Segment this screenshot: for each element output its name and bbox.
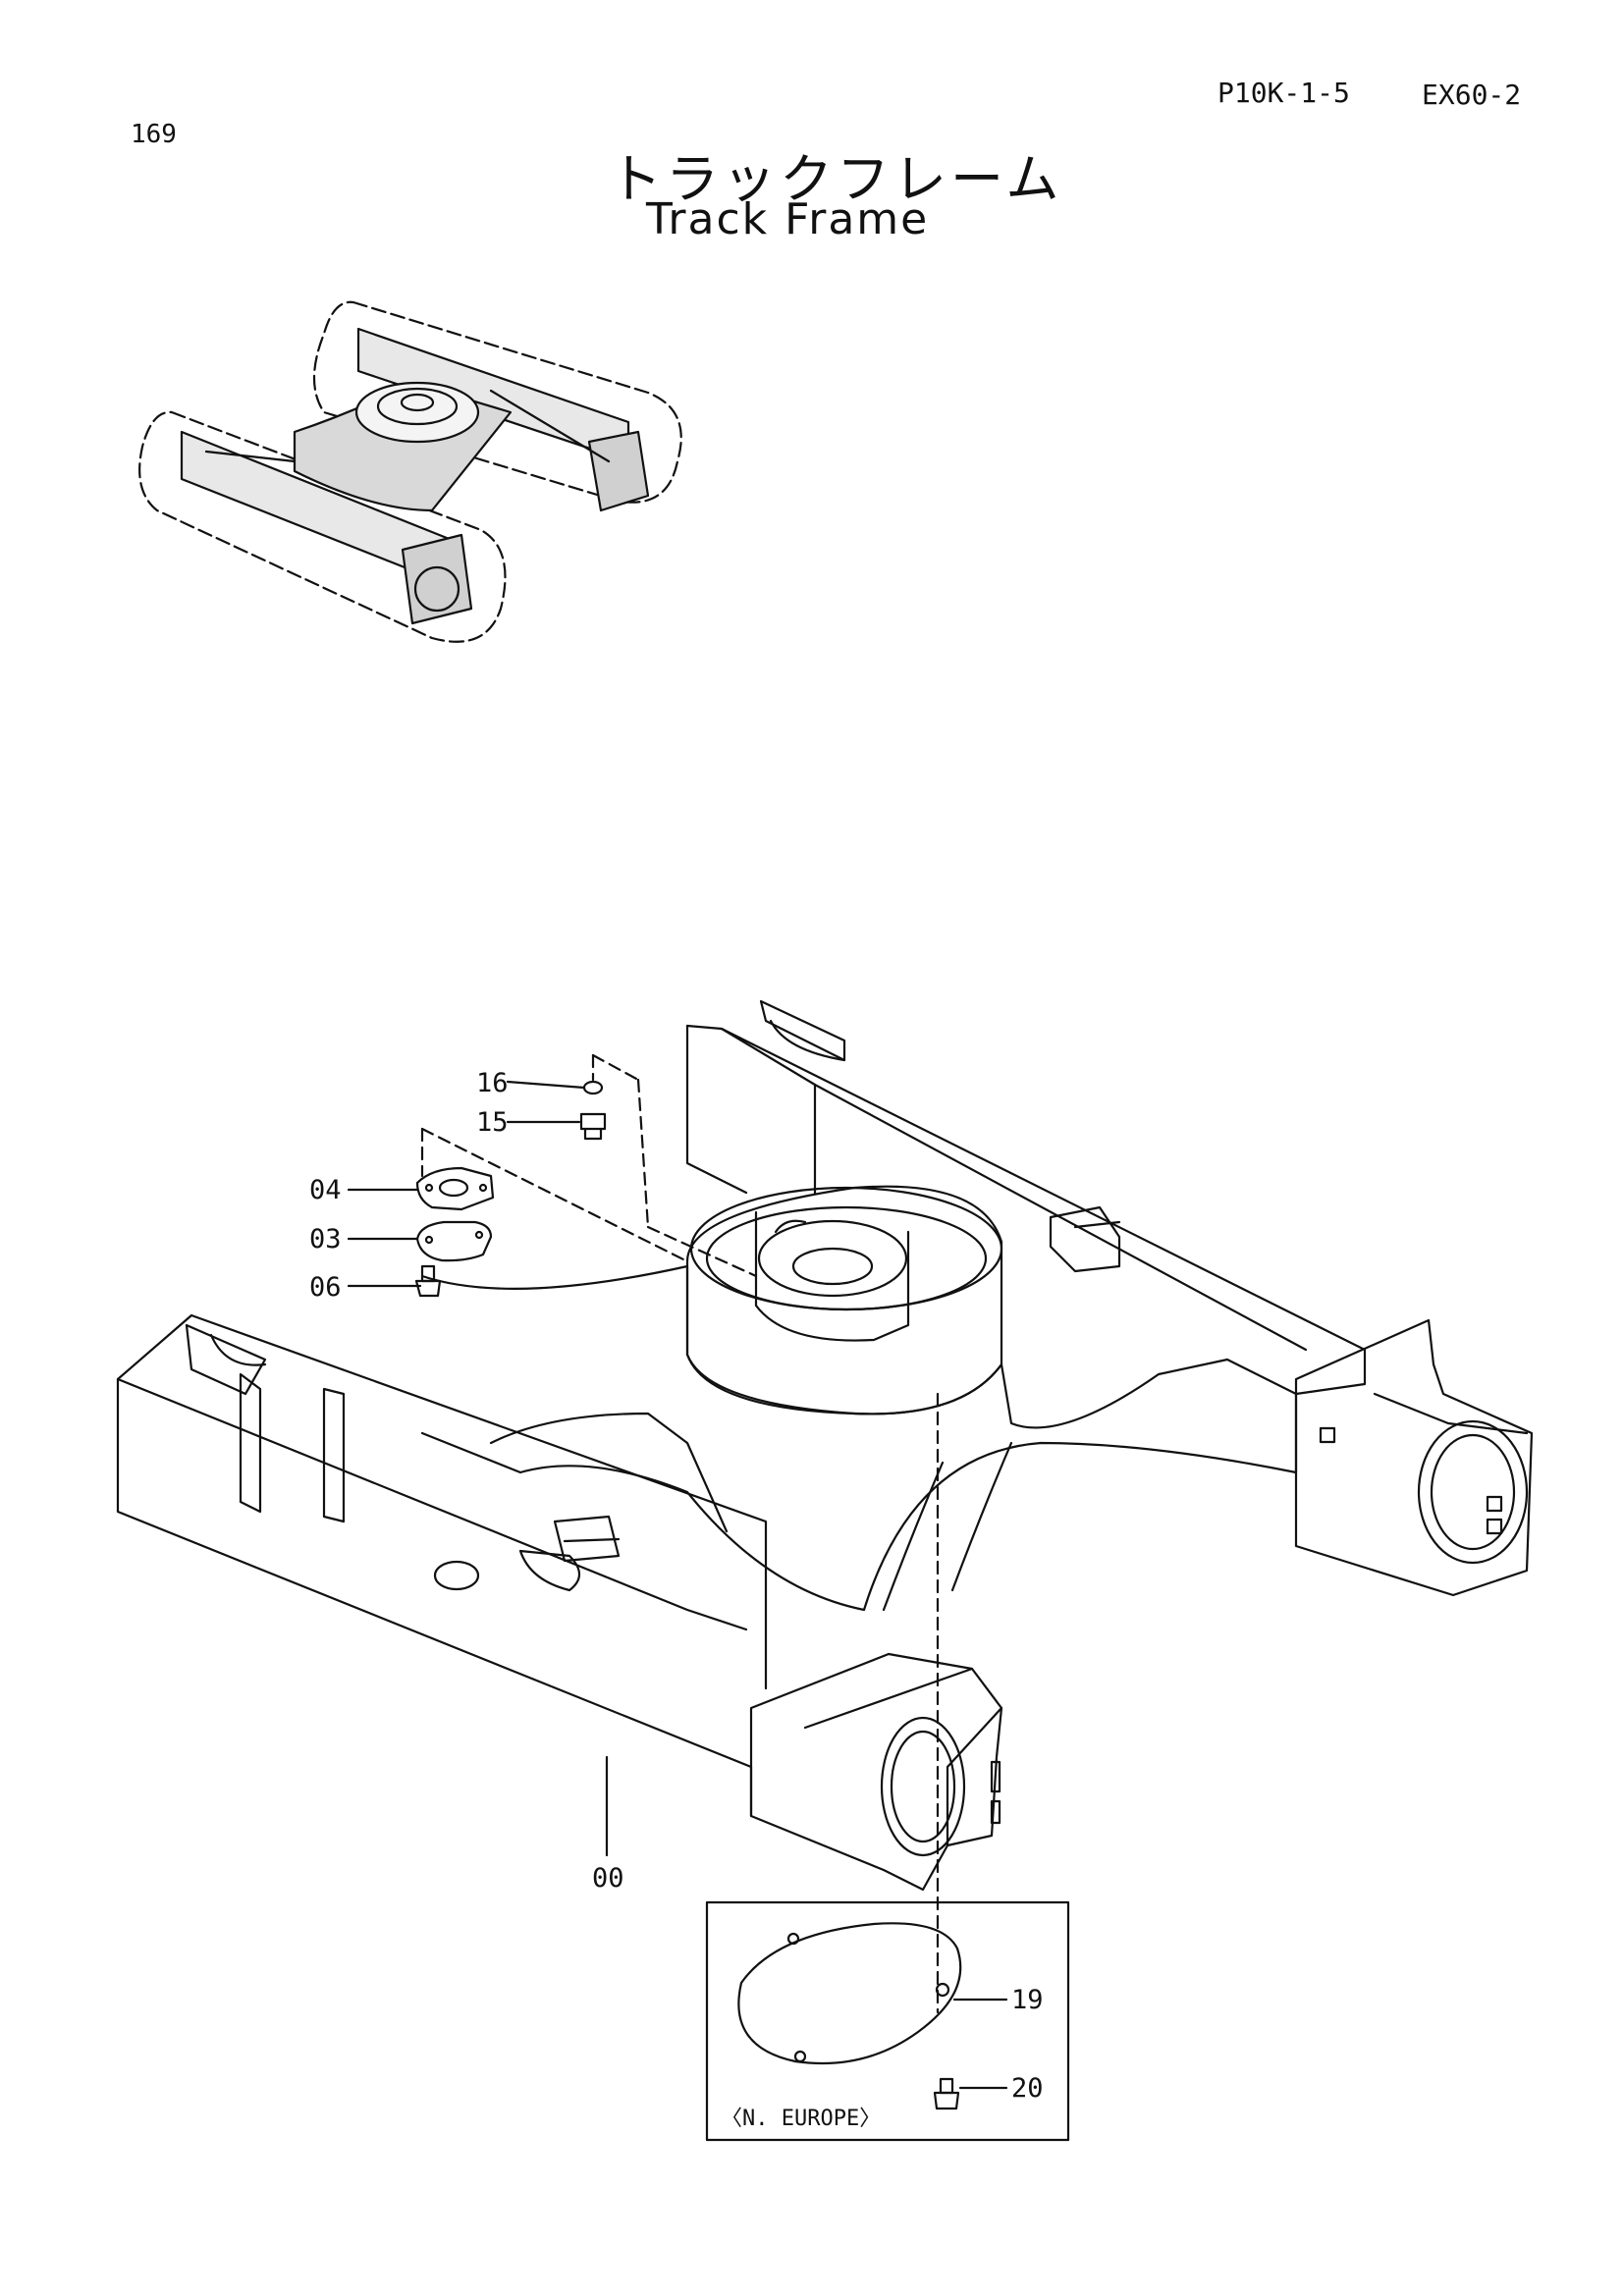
callout-15: 15: [476, 1107, 509, 1138]
inset-label: 〈N. EUROPE〉: [721, 2107, 882, 2131]
callout-06: 06: [309, 1272, 342, 1303]
callout-16: 16: [476, 1068, 509, 1098]
part-15-bolt-icon: [579, 1112, 607, 1141]
overview-illustration: [138, 300, 682, 643]
page-title-japanese: トラックフレーム: [609, 148, 1063, 210]
catalog-code: P10K-1-5: [1217, 77, 1350, 109]
callout-00: 00: [592, 1863, 624, 1894]
callout-19: 19: [1011, 1985, 1044, 2015]
part-03-cover-icon: [415, 1220, 493, 1262]
part-04-gasket-icon: [415, 1166, 495, 1211]
callout-20: 20: [1011, 2073, 1044, 2104]
page-title: Track Frame: [646, 194, 930, 244]
model-code: EX60-2: [1422, 79, 1522, 111]
main-frame-drawing: [116, 999, 1534, 2014]
page-number: 169: [131, 120, 177, 149]
callout-04: 04: [309, 1175, 342, 1205]
part-16-washer-icon: [582, 1080, 604, 1095]
north-europe-inset: [705, 1900, 1070, 2142]
part-06-bolt-icon: [414, 1264, 442, 1298]
callout-03: 03: [309, 1224, 342, 1255]
